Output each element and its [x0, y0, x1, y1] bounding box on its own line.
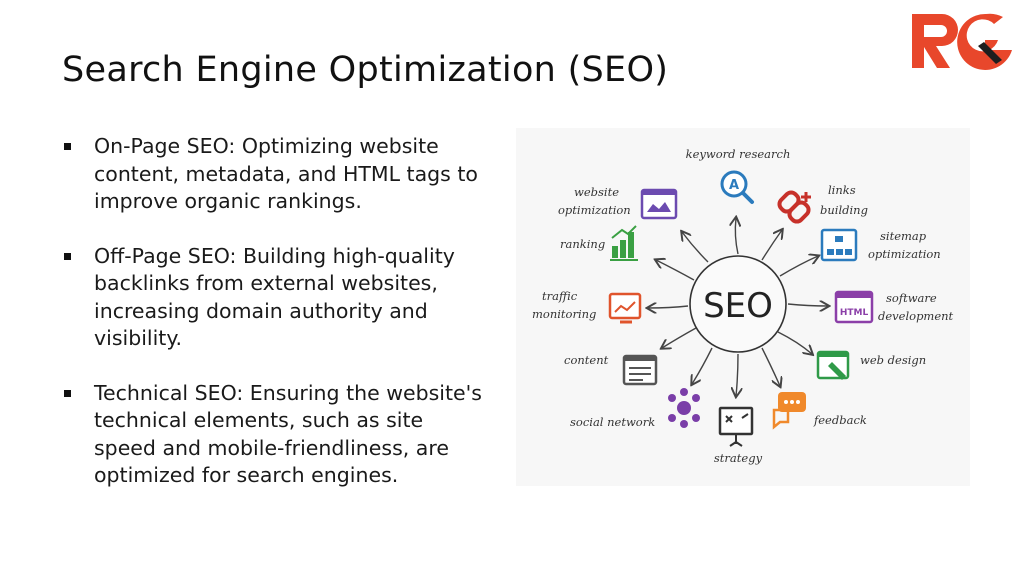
label-sitemap: sitemap [880, 229, 927, 243]
diagram-arrows [648, 218, 828, 396]
rg-logo [912, 13, 1012, 70]
label-ranking: ranking [560, 237, 605, 251]
label-links: links [828, 183, 856, 197]
magnifier-letter: A [729, 178, 739, 193]
strategy-board-icon [718, 406, 754, 447]
bullet-list: On-Page SEO: Optimizing website content,… [62, 133, 482, 517]
web-design-icon [816, 350, 850, 380]
bullet-marker [64, 252, 71, 260]
content-document-icon [622, 354, 658, 386]
social-network-icon [668, 388, 700, 428]
label-strategy: strategy [714, 451, 763, 465]
label-sitemap-optimization: optimization [868, 247, 941, 261]
label-website: website [574, 185, 619, 199]
traffic-monitor-icon [608, 292, 642, 324]
label-traffic: traffic [542, 289, 578, 303]
ranking-bars-icon [610, 225, 638, 261]
bullet-off-page-seo: Off-Page SEO: Building high-quality back… [62, 243, 482, 353]
bullet-on-page-seo: On-Page SEO: Optimizing website content,… [62, 133, 482, 216]
sitemap-icon [820, 228, 858, 262]
seo-diagram: SEO A keyword research links building [516, 128, 970, 486]
label-development: development [878, 309, 954, 323]
label-keyword-research: keyword research [686, 147, 791, 161]
feedback-icon [772, 392, 806, 430]
website-optimization-icon [640, 188, 678, 220]
label-content: content [564, 353, 609, 367]
seo-center-label: SEO [703, 286, 773, 326]
bullet-text: Off-Page SEO: Building high-quality back… [94, 243, 455, 351]
html-icon: HTML [834, 290, 874, 324]
label-building: building [820, 203, 868, 217]
bullet-text: On-Page SEO: Optimizing website content,… [94, 134, 478, 213]
label-web-design: web design [860, 353, 926, 367]
label-website-optimization: optimization [558, 203, 631, 217]
bullet-technical-seo: Technical SEO: Ensuring the website's te… [62, 380, 482, 490]
magnifier-icon: A [720, 170, 754, 204]
bullet-marker [64, 389, 71, 397]
label-feedback: feedback [813, 413, 867, 427]
html-icon-text: HTML [840, 308, 869, 318]
bullet-text: Technical SEO: Ensuring the website's te… [94, 380, 482, 488]
label-software: software [886, 291, 937, 305]
label-social-network: social network [570, 415, 655, 429]
chain-link-icon [777, 190, 811, 224]
bullet-marker [64, 143, 71, 150]
label-monitoring: monitoring [532, 307, 596, 321]
slide-title: Search Engine Optimization (SEO) [62, 50, 669, 90]
seo-center-circle [689, 255, 787, 353]
